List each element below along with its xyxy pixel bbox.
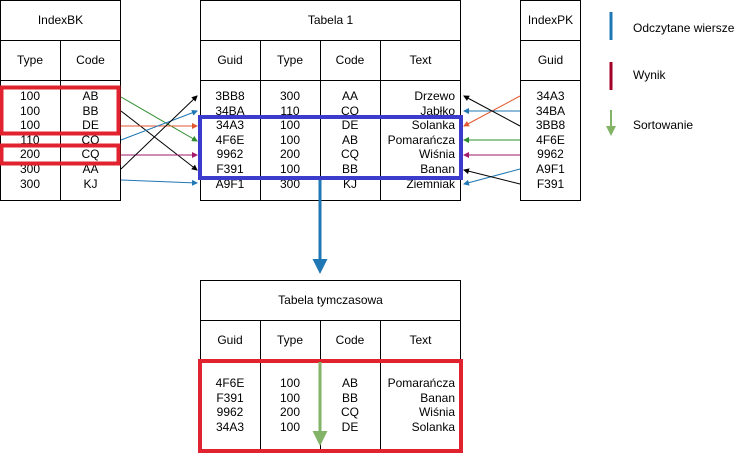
tymczasowa-header-text: Text: [409, 333, 432, 347]
tymczasowa-guid-column: 4F6E F391 9962 34A3: [215, 376, 245, 434]
legend-read-rows: Odczytane wiersze: [633, 21, 735, 35]
arrow-pk-f391: [463, 168, 521, 185]
legend-sorting: Sortowanie: [633, 118, 694, 132]
indexpk-divider: [520, 40, 581, 41]
tabela1-divider: [200, 80, 461, 81]
indexpk-table: [520, 0, 581, 201]
indexbk-col-divider: [60, 40, 61, 201]
tabela1-header-type: Type: [276, 53, 303, 67]
arrow-bk-ab: [120, 96, 198, 142]
tymczasowa-text-column: Pomarańcza Banan Wiśnia Solanka: [387, 376, 455, 434]
tymczasowa-divider: [200, 320, 461, 321]
tabela1-header-text: Text: [409, 53, 432, 67]
tabela1-header-code: Code: [335, 53, 365, 67]
indexpk-title: IndexPK: [527, 13, 574, 27]
tabela1-text-column: Drzewo Jabłko Solanka Pomarańcza Wiśnia …: [387, 89, 455, 191]
tabela1-table: [200, 0, 461, 201]
indexpk-divider: [520, 80, 581, 81]
arrow-pk-3bb8: [463, 95, 521, 127]
tabela1-title: Tabela 1: [307, 13, 354, 27]
indexbk-type-column: 100 100 100 110 200 300 300: [19, 89, 41, 191]
arrow-bk-kj: [120, 179, 198, 186]
indexbk-title: IndexBK: [37, 13, 84, 27]
arrow-bk-aa: [120, 95, 198, 170]
tabela1-guid-column: 3BB8 34BA 34A3 4F6E 9962 F391 A9F1: [215, 89, 245, 191]
legend-result: Wynik: [633, 68, 666, 82]
tabela1-code-column: AA CQ DE AB CQ BB KJ: [341, 89, 359, 191]
tymczasowa-title: Tabela tymczasowa: [278, 293, 383, 307]
tabela1-read-highlight: [198, 115, 463, 180]
tymczasowa-header-code: Code: [335, 333, 365, 347]
indexbk-code-column: AB BB DE CQ CQ AA KJ: [81, 89, 100, 191]
tymczasowa-header-guid: Guid: [217, 333, 243, 347]
tabela1-header-guid: Guid: [217, 53, 243, 67]
tabela1-type-column: 300 110 100 100 200 100 300: [279, 89, 301, 191]
tabela1-col-divider: [260, 40, 261, 201]
indexbk-header-code: Code: [76, 53, 105, 67]
tymczasowa-col-divider: [380, 320, 381, 451]
tabela1-divider: [200, 40, 461, 41]
tabela1-col-divider: [320, 40, 321, 201]
indexpk-header-guid: Guid: [537, 53, 564, 67]
tabela1-col-divider: [380, 40, 381, 201]
indexpk-guid-column: 34A3 34BA 3BB8 4F6E 9962 A9F1 F391: [535, 89, 566, 191]
tymczasowa-col-divider: [260, 320, 261, 451]
indexbk-header-type: Type: [16, 53, 43, 67]
indexbk-result-highlight-2: [0, 143, 121, 166]
indexbk-result-highlight: [0, 85, 121, 136]
tymczasowa-type-column: 100 100 200 100: [279, 376, 301, 434]
tymczasowa-code-column: AB BB CQ DE: [341, 376, 359, 434]
arrow-bk-cq110: [120, 109, 198, 141]
tymczasowa-header-type: Type: [276, 333, 303, 347]
tymczasowa-table: [200, 280, 461, 451]
tymczasowa-result-highlight: [198, 359, 463, 453]
arrow-bk-bb: [120, 110, 198, 171]
